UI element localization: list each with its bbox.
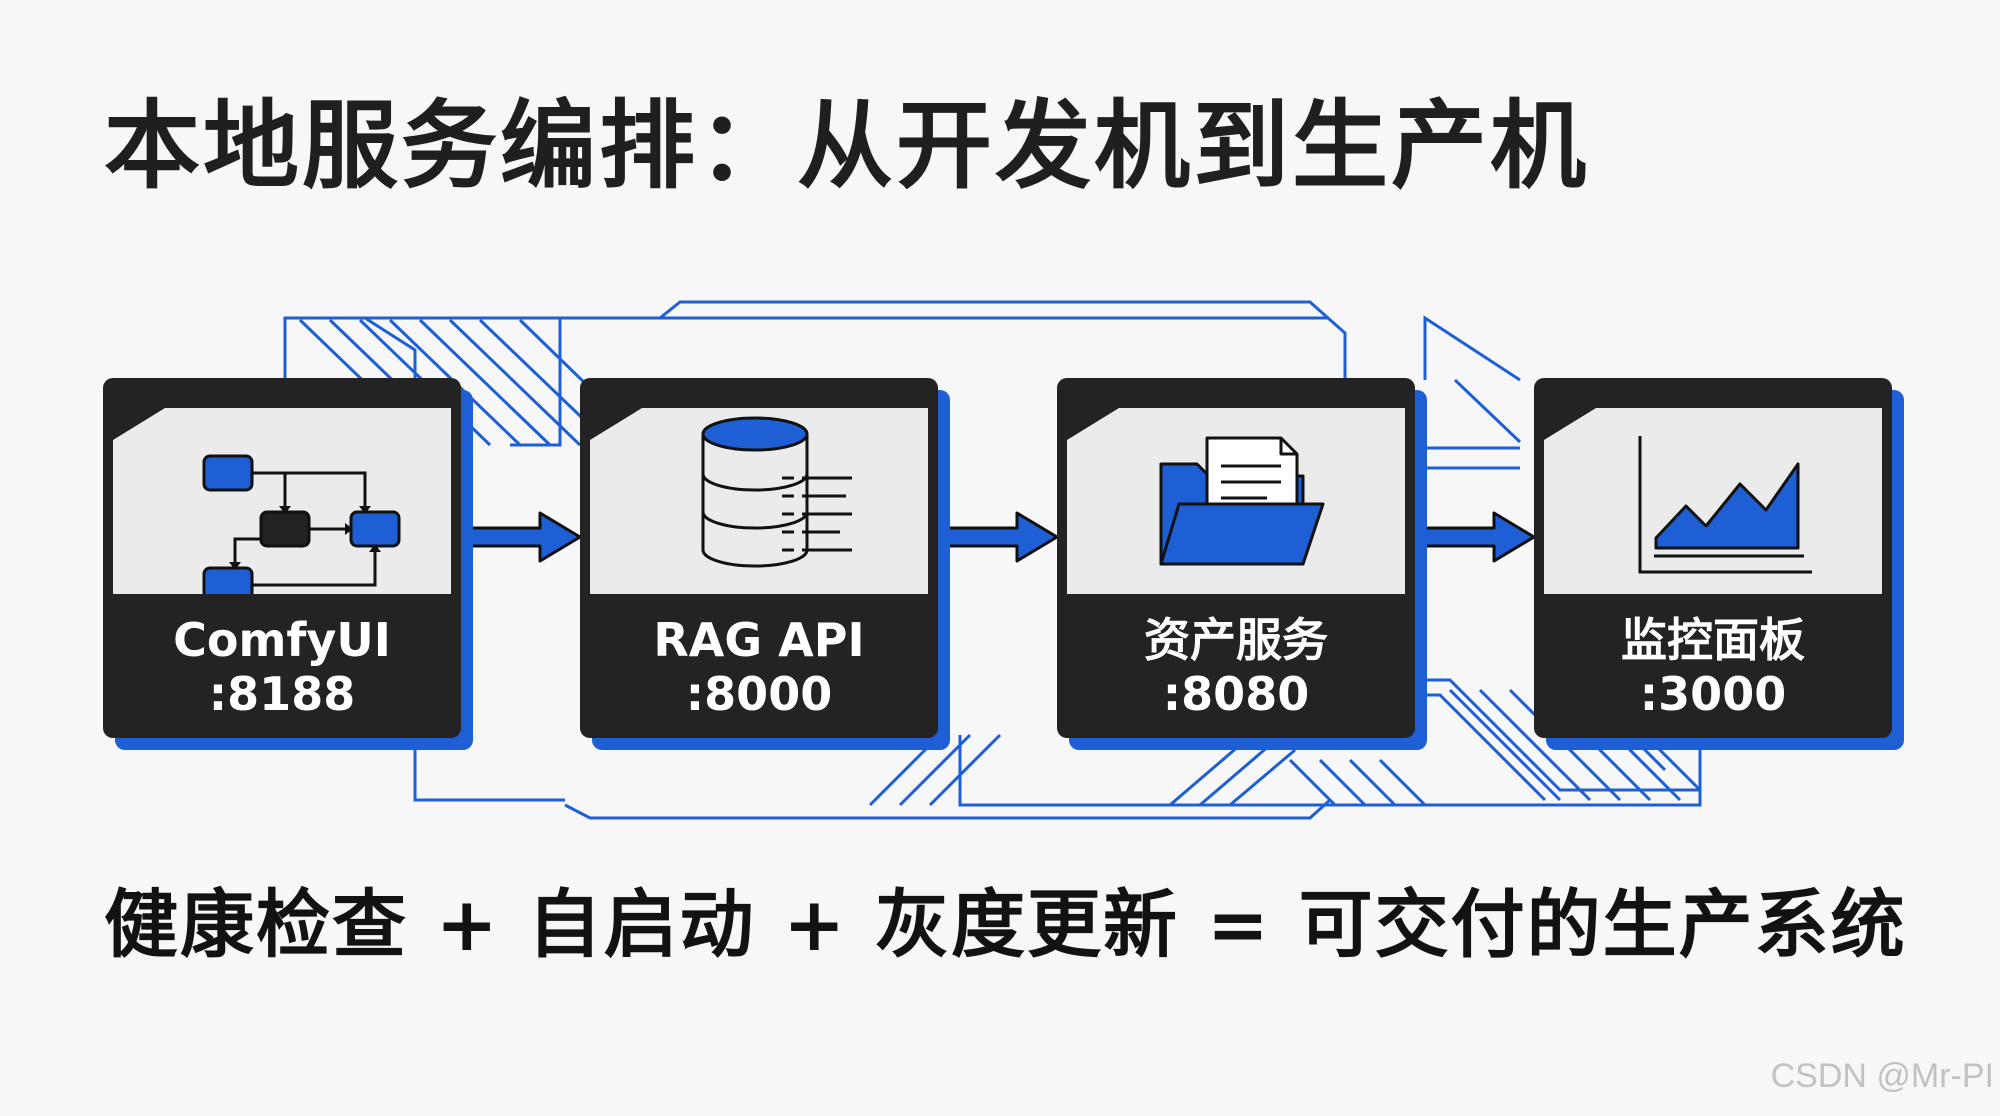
watermark: CSDN @Mr-PI [1770,1057,1994,1095]
service-card-asset-service: 资产服务 :8080 [1057,378,1415,738]
service-port: :8000 [685,667,833,721]
service-name: RAG API [653,613,865,667]
summary-formula: 健康检查 + 自启动 + 灰度更新 = 可交付的生产系统 [104,882,1907,968]
flow-arrow-2 [933,511,1059,563]
service-port: :8080 [1162,667,1310,721]
service-card-comfyui: ComfyUI :8188 [103,378,461,738]
service-card-monitoring-dashboard: 监控面板 :3000 [1534,378,1892,738]
folder-document-icon [1159,436,1325,566]
card-screen [1544,408,1882,594]
service-name: 资产服务 [1144,613,1328,667]
workflow-nodes-icon [202,454,401,594]
service-port: :8188 [208,667,356,721]
service-name: 监控面板 [1621,613,1805,667]
page-title: 本地服务编排：从开发机到生产机 [104,90,1589,202]
flow-arrow-1 [456,511,582,563]
card-screen [1067,408,1405,594]
service-card-rag-api: RAG API :8000 [580,378,938,738]
service-port: :3000 [1639,667,1787,721]
database-icon [701,416,852,568]
area-chart-icon [1638,436,1812,574]
card-screen [113,408,451,594]
card-screen [590,408,928,594]
service-name: ComfyUI [173,613,391,667]
flow-arrow-3 [1410,511,1536,563]
